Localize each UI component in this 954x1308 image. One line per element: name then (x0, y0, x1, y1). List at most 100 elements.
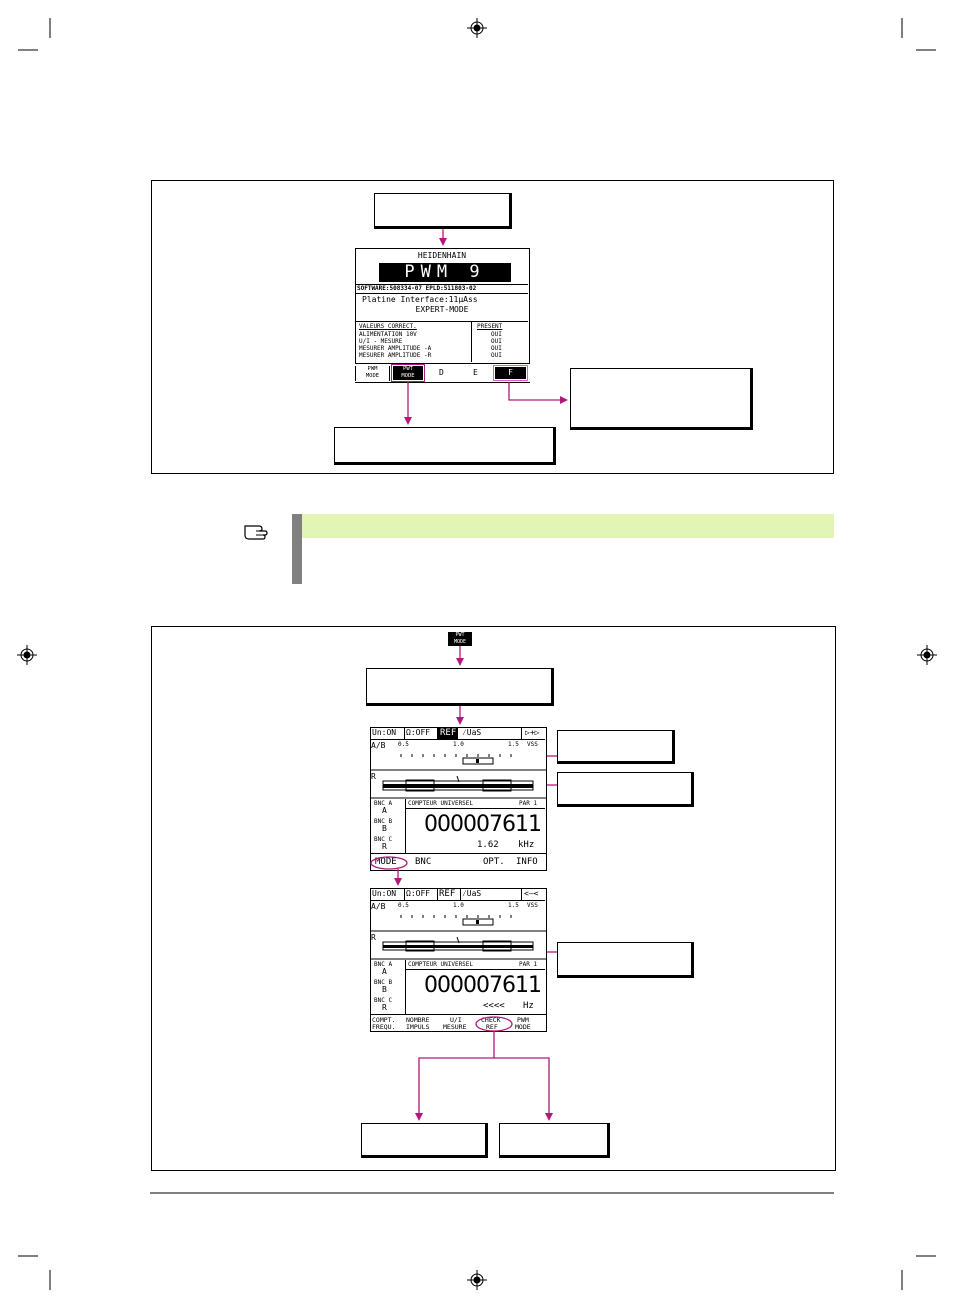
model-banner: PWM 9 (379, 263, 511, 282)
software-line: SOFTWARE:508334-07 EPLD:511803-02 (357, 285, 477, 292)
softkey-compt-frequ-2[interactable]: FREQU. (372, 1023, 396, 1031)
bnc-letter: B (382, 985, 387, 994)
row-value: OUI (491, 331, 502, 338)
mode-line: EXPERT-MODE (415, 305, 469, 314)
scale-prefix: A/B (371, 741, 386, 750)
softkey-ui-mesure[interactable]: U/I (450, 1016, 462, 1024)
row-label: U/I - MESURE (359, 338, 403, 345)
softkey-nombre-impuls-2[interactable]: IMPULS (406, 1023, 430, 1031)
softkey-info[interactable]: INFO (516, 857, 538, 867)
softkey-bar-1: PWM MODE PWT MODE D E F (355, 364, 530, 383)
bnc-label: BNC C (374, 836, 393, 843)
softkey-pwm-mode[interactable]: PWM MODE (355, 366, 390, 381)
note-side-bar (292, 514, 302, 584)
counter-par: PAR 1 (519, 961, 538, 968)
row-label: MESURER AMPLITUDE -R (359, 352, 432, 359)
softkey-ui-mesure-2[interactable]: MESURE (443, 1023, 467, 1031)
pwt-screen-mode: Un:ON Ω:OFF REF ⁄UaS <–< A/B 0.5 1.0 1.5… (370, 888, 547, 1032)
tab-bar: Un:ON Ω:OFF REF ⁄UaS ▷+▷ (371, 728, 545, 740)
counter-value: 000007611 (424, 812, 542, 837)
softkey-check-ref[interactable]: CHECK (481, 1016, 501, 1024)
softkey-check-ref-2[interactable]: REF (486, 1023, 498, 1031)
row-label: ALIMENTATION 10V (359, 331, 417, 338)
counter-sub: <<<< (483, 1001, 505, 1011)
bnc-label: BNC B (374, 818, 393, 825)
row-value: OUI (491, 345, 502, 352)
tab-uas[interactable]: ⁄UaS (462, 728, 482, 737)
key-label: PWT (455, 632, 465, 638)
softkey-label: MODE (401, 373, 415, 379)
scale-tick: 1.0 (453, 902, 464, 909)
note-hand-icon (243, 520, 273, 542)
tab-direction[interactable]: ▷+▷ (525, 728, 540, 737)
scale-prefix: A/B (371, 902, 386, 911)
tab-uas[interactable]: ⁄UaS (462, 889, 482, 898)
softkey-pwt-mode[interactable]: PWT MODE (391, 364, 425, 382)
callout-pwt-entry (366, 668, 554, 706)
scale-graphic (371, 754, 546, 771)
softkey-e[interactable]: E (473, 368, 478, 377)
row-value: OUI (491, 352, 502, 359)
tab-ref[interactable]: REF (438, 728, 459, 739)
tab-resistance[interactable]: Ω:OFF (406, 728, 431, 737)
scale-unit: VSS (527, 741, 538, 748)
row-label: MESURER AMPLITUDE -A (359, 345, 432, 352)
figure-1-frame (151, 180, 834, 474)
tab-direction[interactable]: <–< (524, 889, 539, 898)
callout-result-left (361, 1123, 488, 1158)
pwt-screen-measure: Un:ON Ω:OFF REF ⁄UaS ▷+▷ A/B 0.5 1.0 1.5… (370, 727, 547, 871)
note-header-bar (302, 514, 834, 538)
bnc-label: BNC C (374, 997, 393, 1004)
softkey-f[interactable]: F (493, 365, 528, 381)
interface-line: Platine Interface:11µAss (362, 295, 478, 304)
bnc-label: BNC A (374, 800, 393, 807)
bnc-letter: R (382, 842, 387, 851)
counter-title: COMPTEUR UNIVERSEL (408, 800, 474, 807)
counter-value: 000007611 (424, 973, 542, 998)
softkey-compt-frequ[interactable]: COMPT. (372, 1016, 396, 1024)
tab-ref[interactable]: REF (439, 889, 456, 899)
bnc-letter: A (382, 967, 387, 976)
r-label: R (371, 772, 376, 781)
softkey-label: PWM (367, 366, 378, 372)
figure-2-frame (151, 626, 836, 1171)
softkey-bnc[interactable]: BNC (415, 857, 432, 867)
bnc-label: BNC B (374, 979, 393, 986)
tab-supply[interactable]: Un:ON (372, 889, 397, 898)
counter-par: PAR 1 (519, 800, 538, 807)
scale-tick: 1.5 (508, 902, 519, 909)
col-left-header: VALEURS CORRECT. (359, 323, 417, 330)
callout-top (374, 193, 512, 229)
scale-tick: 0.5 (398, 902, 409, 909)
key-label: MODE (453, 638, 467, 645)
tab-resistance[interactable]: Ω:OFF (406, 889, 431, 898)
r-bar-graphic (371, 775, 546, 799)
softkey-d[interactable]: D (439, 368, 444, 377)
counter-sub: 1.62 (477, 840, 499, 850)
counter-unit: kHz (518, 840, 535, 850)
row-value: OUI (491, 338, 502, 345)
scale-tick: 1.5 (508, 741, 519, 748)
brand-label: HEIDENHAIN (417, 251, 467, 260)
counter-title: COMPTEUR UNIVERSEL (408, 961, 474, 968)
pwm9-start-screen: HEIDENHAIN PWM 9 SOFTWARE:508334-07 EPLD… (355, 248, 530, 364)
scale-unit: VSS (527, 902, 538, 909)
r-label: R (371, 933, 376, 942)
softkey-pwm-mode-2[interactable]: MODE (515, 1023, 531, 1031)
bnc-letter: B (382, 824, 387, 833)
scale-graphic (371, 915, 546, 932)
bnc-letter: R (382, 1003, 387, 1012)
pwt-mode-key: PWT MODE (448, 632, 472, 646)
softkey-nombre-impuls[interactable]: NOMBRE (406, 1016, 430, 1024)
softkey-label: MODE (365, 373, 380, 379)
softkey-pwm-mode[interactable]: PWM (517, 1016, 529, 1024)
counter-unit: Hz (523, 1001, 534, 1011)
bnc-letter: A (382, 806, 387, 815)
softkey-opt[interactable]: OPT. (483, 857, 505, 867)
softkey-mode[interactable]: MODE (375, 857, 397, 867)
scale-tick: 1.0 (453, 741, 464, 748)
softkey-label: F (508, 368, 513, 377)
tab-supply[interactable]: Un:ON (372, 728, 397, 737)
